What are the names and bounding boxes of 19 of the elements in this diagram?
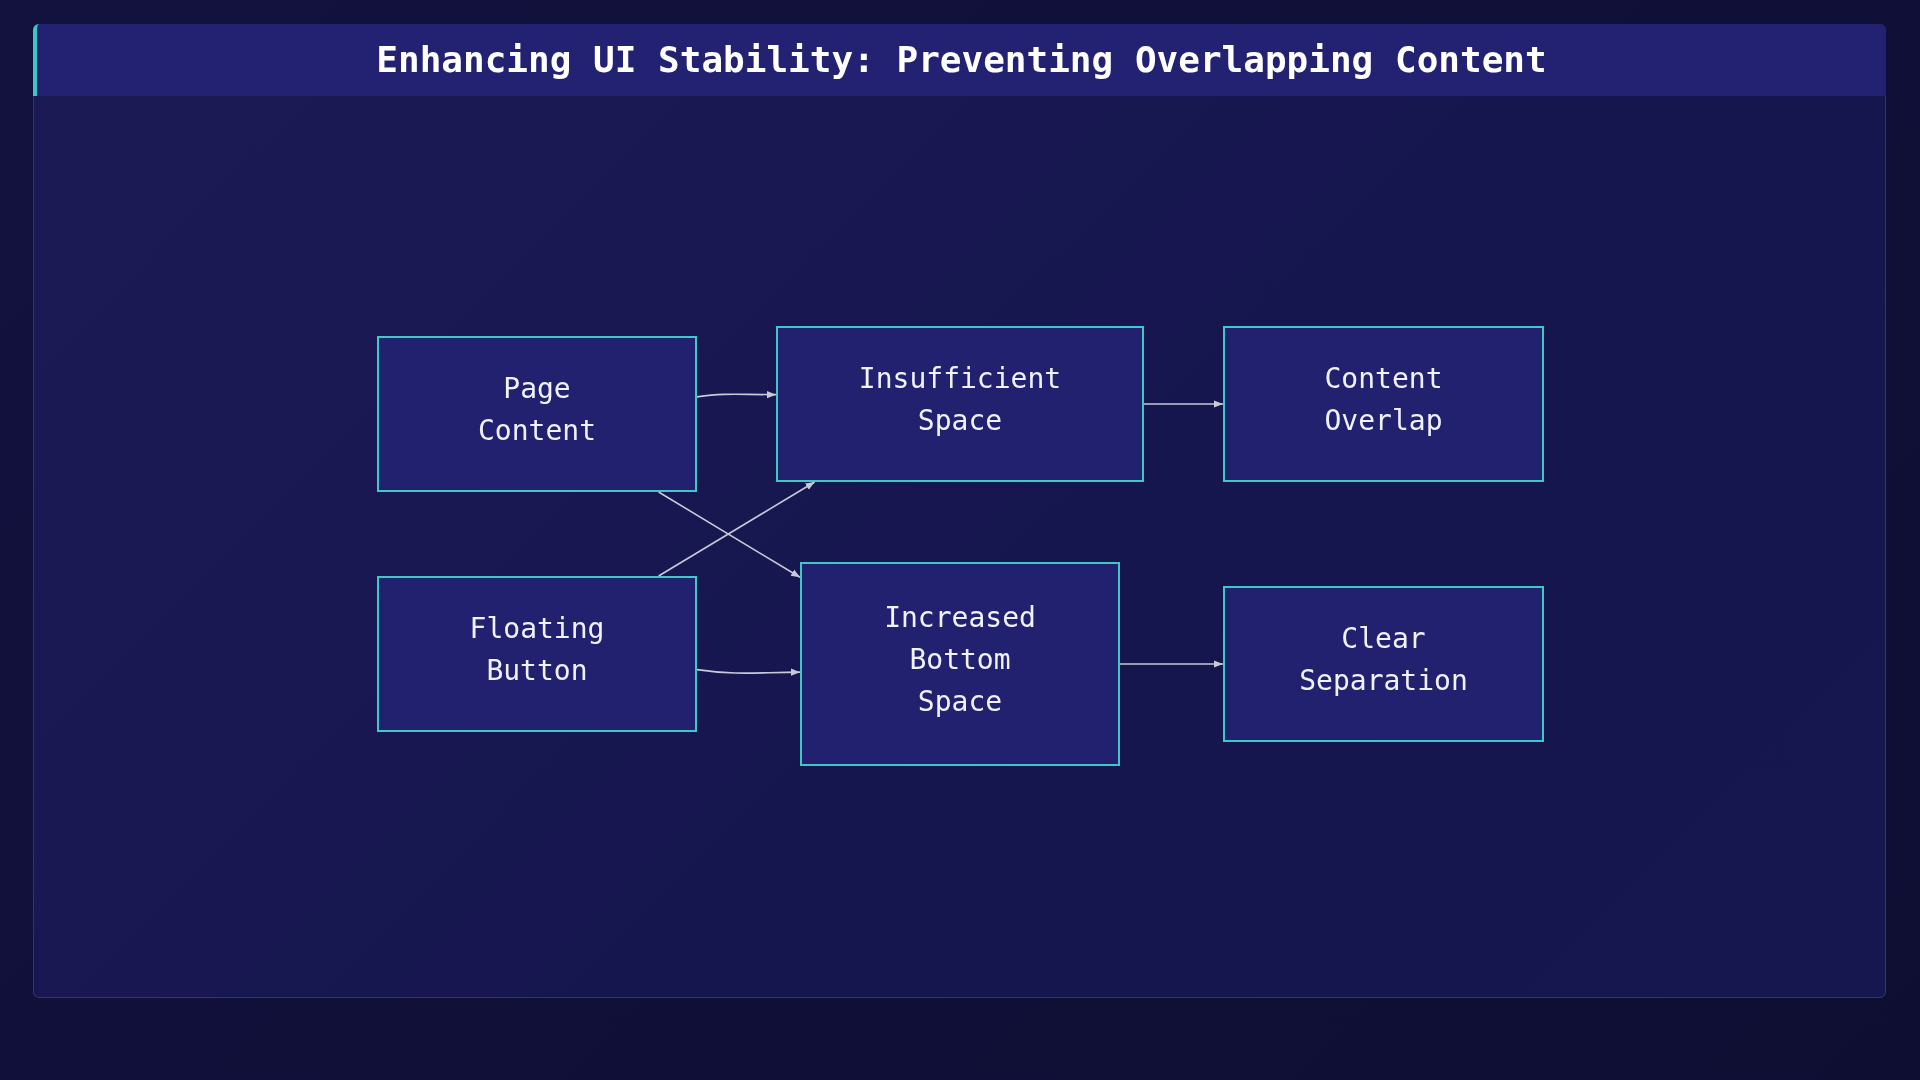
diagram-title: Enhancing UI Stability: Preventing Overlapping Content [376, 42, 1547, 78]
arrow [696, 391, 777, 399]
process-box [800, 562, 1120, 766]
arrow [1119, 660, 1224, 668]
node-label: Page Content [478, 371, 596, 449]
process-box [1223, 326, 1544, 482]
process-box [377, 336, 697, 492]
node-label: Content Overlap [1324, 361, 1443, 439]
arrow [696, 668, 801, 676]
process-box [776, 326, 1144, 482]
process-box [377, 576, 697, 732]
node-label: Clear Separation [1299, 621, 1468, 699]
node-label: Insufficient Space [858, 361, 1062, 439]
arrow [657, 491, 801, 579]
node-label: Increased Bottom Space [884, 600, 1036, 720]
process-box [1223, 586, 1544, 742]
node-label: Floating Button [469, 611, 605, 689]
arrow [657, 481, 816, 577]
arrow [1143, 400, 1224, 408]
